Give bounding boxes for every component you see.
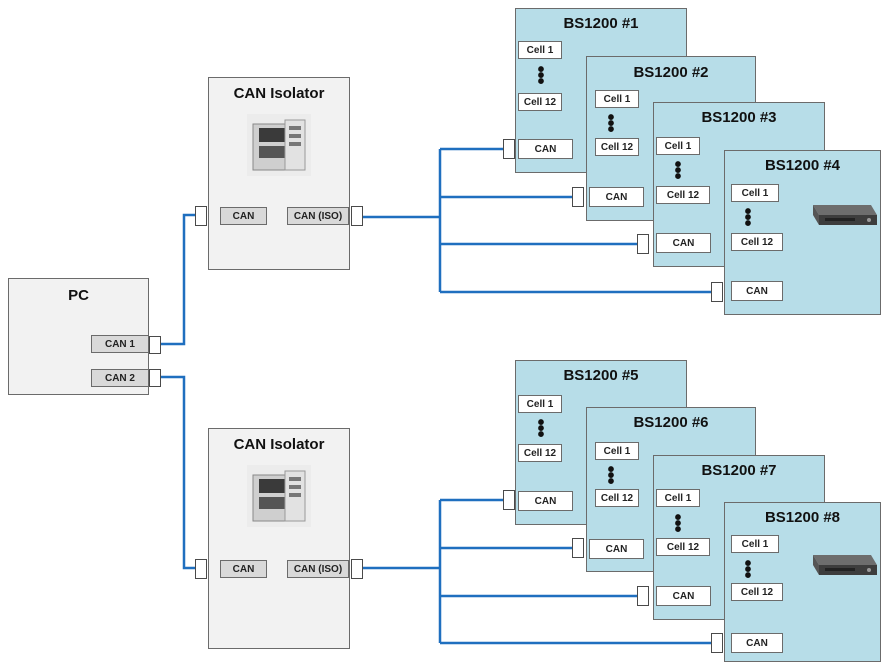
unit-4-cell-last: Cell 12: [731, 233, 783, 251]
unit-7-cell-first: Cell 1: [656, 489, 700, 507]
unit-1-connector: [503, 139, 515, 159]
unit-6-cell-first: Cell 1: [595, 442, 639, 460]
ellipsis-icon: •••: [742, 561, 754, 579]
unit-4-connector: [711, 282, 723, 302]
unit-2-title: BS1200 #2: [587, 64, 755, 81]
ellipsis-icon: •••: [605, 115, 617, 133]
unit-4-can: CAN: [731, 281, 783, 301]
isolator-1-in-connector: [195, 206, 207, 226]
pc-title: PC: [9, 287, 148, 304]
unit-3-title: BS1200 #3: [654, 109, 824, 126]
unit-2-can: CAN: [589, 187, 644, 207]
unit-2-cell-first: Cell 1: [595, 90, 639, 108]
isolator-1-title: CAN Isolator: [209, 85, 349, 102]
pc-can1-connector: [149, 336, 161, 354]
unit-7-can: CAN: [656, 586, 711, 606]
unit-3-can: CAN: [656, 233, 711, 253]
unit-5-title: BS1200 #5: [516, 367, 686, 384]
pc-port-can1: CAN 1: [91, 335, 149, 353]
isolator-2-port-can-iso: CAN (ISO): [287, 560, 349, 578]
din-rail-isolator-icon: [245, 459, 313, 531]
unit-7-title: BS1200 #7: [654, 462, 824, 479]
unit-8-can: CAN: [731, 633, 783, 653]
wire-pc-can1: [161, 215, 195, 344]
unit-7-cell-last: Cell 12: [656, 538, 710, 556]
ellipsis-icon: •••: [535, 420, 547, 438]
rack-unit-icon: [803, 191, 879, 233]
unit-4-cell-first: Cell 1: [731, 184, 779, 202]
rack-unit-icon: [803, 541, 879, 583]
ellipsis-icon: •••: [672, 515, 684, 533]
unit-1-cell-last: Cell 12: [518, 93, 562, 111]
isolator-2-out-connector: [351, 559, 363, 579]
isolator-2-title: CAN Isolator: [209, 436, 349, 453]
unit-1-title: BS1200 #1: [516, 15, 686, 32]
bs1200-unit-8: BS1200 #8 Cell 1 ••• Cell 12 CAN: [724, 502, 881, 662]
unit-8-cell-first: Cell 1: [731, 535, 779, 553]
wire-pc-can2: [161, 377, 195, 568]
pc-box: PC CAN 1 CAN 2: [8, 278, 149, 395]
isolator-1-port-can-iso: CAN (ISO): [287, 207, 349, 225]
isolator-2-in-connector: [195, 559, 207, 579]
ellipsis-icon: •••: [535, 67, 547, 85]
unit-5-connector: [503, 490, 515, 510]
unit-5-can: CAN: [518, 491, 573, 511]
unit-7-connector: [637, 586, 649, 606]
unit-4-title: BS1200 #4: [725, 157, 880, 174]
unit-3-connector: [637, 234, 649, 254]
ellipsis-icon: •••: [672, 162, 684, 180]
unit-8-connector: [711, 633, 723, 653]
unit-8-title: BS1200 #8: [725, 509, 880, 526]
ellipsis-icon: •••: [605, 467, 617, 485]
unit-6-title: BS1200 #6: [587, 414, 755, 431]
isolator-1-out-connector: [351, 206, 363, 226]
unit-2-connector: [572, 187, 584, 207]
unit-6-connector: [572, 538, 584, 558]
isolator-1-port-can: CAN: [220, 207, 267, 225]
ellipsis-icon: •••: [742, 209, 754, 227]
unit-3-cell-last: Cell 12: [656, 186, 710, 204]
isolator-2-port-can: CAN: [220, 560, 267, 578]
unit-5-cell-last: Cell 12: [518, 444, 562, 462]
unit-2-cell-last: Cell 12: [595, 138, 639, 156]
pc-can2-connector: [149, 369, 161, 387]
unit-6-cell-last: Cell 12: [595, 489, 639, 507]
pc-port-can2: CAN 2: [91, 369, 149, 387]
can-isolator-2: CAN Isolator CAN CAN (ISO): [208, 428, 350, 649]
unit-3-cell-first: Cell 1: [656, 137, 700, 155]
unit-5-cell-first: Cell 1: [518, 395, 562, 413]
can-isolator-1: CAN Isolator CAN CAN (ISO): [208, 77, 350, 270]
unit-1-cell-first: Cell 1: [518, 41, 562, 59]
unit-8-cell-last: Cell 12: [731, 583, 783, 601]
unit-1-can: CAN: [518, 139, 573, 159]
din-rail-isolator-icon: [245, 108, 313, 180]
unit-6-can: CAN: [589, 539, 644, 559]
bs1200-unit-4: BS1200 #4 Cell 1 ••• Cell 12 CAN: [724, 150, 881, 315]
